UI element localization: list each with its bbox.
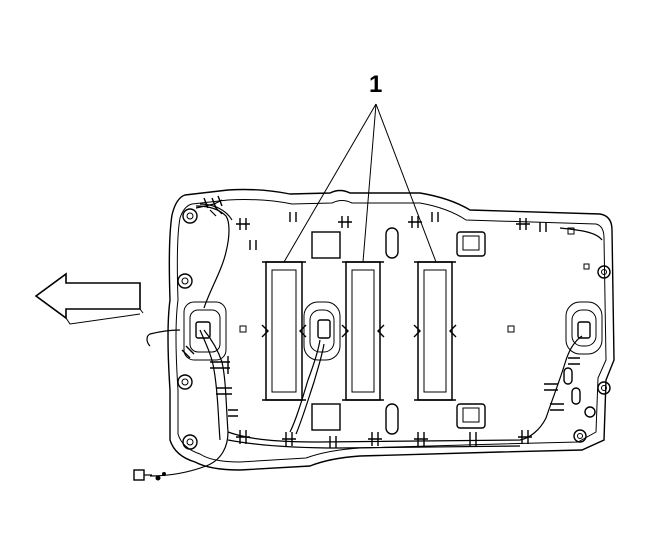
panel-1	[261, 261, 307, 401]
headliner-cutouts	[183, 227, 603, 435]
arrow-shadow	[65, 308, 144, 325]
wiring-harness	[146, 199, 603, 477]
callout-1-leaders	[283, 103, 437, 263]
panel-3	[413, 261, 457, 401]
fastener-holes	[177, 208, 611, 450]
lamp-connectors	[195, 319, 591, 339]
callout-1-label: 1	[369, 71, 382, 98]
square-markers	[239, 227, 590, 333]
headliner-outline	[167, 188, 615, 471]
harness-clips	[181, 195, 580, 417]
top-edge-clips	[236, 212, 547, 250]
headliner-inner-edge	[175, 199, 607, 463]
bottom-edge-clips	[236, 430, 532, 448]
panel-2	[341, 261, 385, 401]
harness-end-connector	[133, 469, 166, 481]
direction-arrow-icon	[34, 272, 141, 320]
